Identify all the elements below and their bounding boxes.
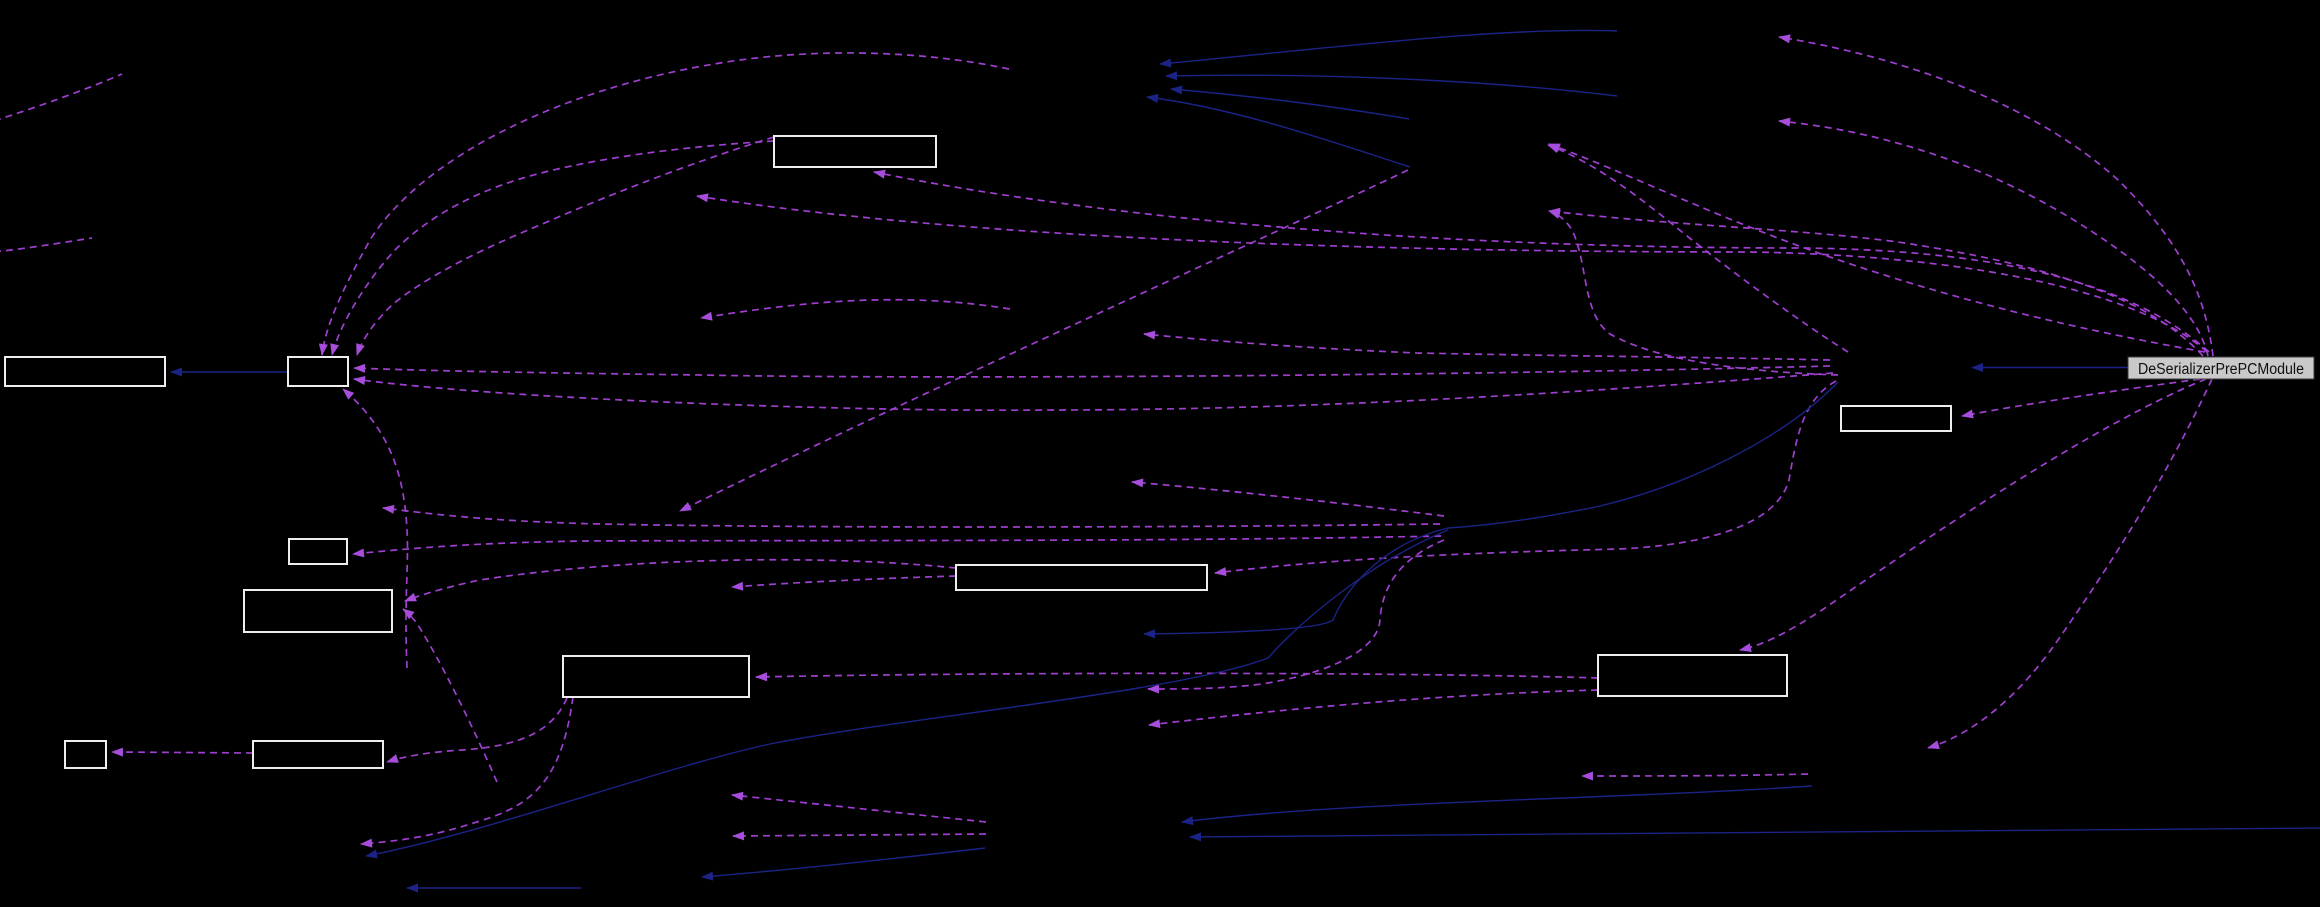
svg-text:DeSerializerPrePCModule: DeSerializerPrePCModule <box>2138 361 2304 378</box>
